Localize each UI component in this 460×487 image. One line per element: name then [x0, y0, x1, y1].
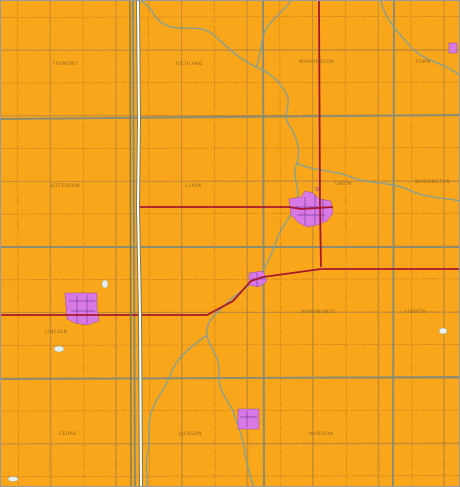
river-main [140, 1, 300, 486]
township-label: TOWN [414, 59, 431, 65]
town-label: SI [315, 187, 320, 193]
pond [53, 345, 65, 353]
township-label: WASHINGTON [415, 179, 450, 185]
city-south [237, 408, 260, 430]
township-label: JACKSON [178, 431, 202, 437]
township-label: CEDAR [59, 431, 77, 437]
interstate-edge-west [129, 1, 132, 486]
section-line [1, 409, 459, 412]
city-northeast [448, 42, 458, 54]
township-label: WASHINGTON [299, 59, 334, 65]
rivers [140, 1, 459, 486]
township-boundary-h1 [1, 114, 459, 120]
township-labels: FREMONT RICHLAND WASHINGTON TOWN JEFFERS… [45, 59, 450, 437]
township-label: FREMONT [53, 61, 78, 67]
section-line [17, 1, 19, 486]
section-line [1, 278, 459, 281]
township-boundary-v1 [132, 1, 136, 486]
section-line [1, 147, 459, 149]
interstate [129, 1, 143, 486]
city-west [64, 292, 100, 326]
township-label: WAPSINONOC [301, 309, 336, 315]
highway-north-south [318, 1, 322, 268]
section-line [1, 212, 459, 215]
stream-east [296, 162, 459, 202]
section-line [1, 475, 459, 477]
township-label: UNION [335, 181, 352, 187]
highways [1, 1, 459, 316]
section-line [82, 1, 85, 486]
pond [438, 327, 448, 335]
township-label: JEFFERSON [50, 183, 80, 189]
city-street [295, 195, 329, 225]
township-label: CLARK [185, 183, 203, 189]
township-label: RICHLAND [176, 61, 203, 67]
city-street [69, 295, 95, 323]
township-boundary-v3 [392, 1, 395, 486]
section-line [1, 344, 459, 346]
pond [101, 279, 109, 289]
township-label: LIBERTY [405, 309, 426, 315]
township-label: MADISON [309, 431, 333, 437]
stream-south [145, 334, 208, 486]
pond [7, 476, 19, 482]
section-line [213, 1, 216, 486]
city-street [240, 411, 257, 427]
section-line [148, 1, 150, 486]
section-line [1, 16, 459, 18]
township-boundary-v2 [262, 1, 265, 486]
section-line [279, 1, 282, 486]
highway-east-west-north [137, 206, 334, 210]
section-line [345, 1, 347, 486]
town-labels: SI [315, 187, 320, 193]
stream-northeast [380, 1, 459, 76]
township-boundary-h3 [1, 376, 459, 380]
river-branch-north [255, 1, 292, 68]
section-line [1, 81, 459, 84]
interstate-roadway [136, 1, 142, 486]
highway-central-south [1, 268, 459, 316]
water-bodies [7, 279, 448, 482]
township-label: LINCOLN [45, 329, 68, 335]
